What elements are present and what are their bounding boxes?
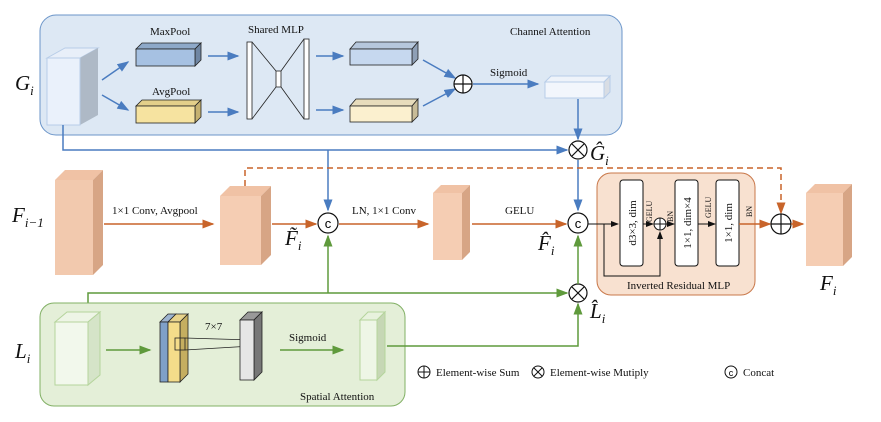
mlp-block3-text: 1×1, dim [723,203,735,243]
channel-multiply-icon [568,140,588,160]
mlp-title: Inverted Residual MLP [627,280,730,292]
ln-conv-label: LN, 1×1 Conv [352,205,416,217]
conv-avgpool-label: 1×1 Conv, Avgpool [112,205,198,217]
channel-sigmoid-label: Sigmoid [490,67,528,79]
concat-icon-1: c [317,212,339,234]
g-skip-line [62,125,569,155]
legend-sum-icon [417,365,431,379]
mlp-block1-text: d3×3, dim [627,200,639,246]
legend-concat-label: Concat [743,367,774,379]
mlp-block-dwconv [619,179,644,267]
mlp-gelu2: GELU [704,196,713,218]
legend: Element-wise Sum Element-wise Mutiply c … [417,365,774,379]
spatial-weights-map [358,310,387,382]
svg-text:c: c [729,368,734,378]
mlp-skip-line [603,224,663,277]
kernel-size-label: 7×7 [205,321,223,333]
avgpool-label: AvgPool [152,86,190,98]
arrow-to-sum [422,59,457,79]
maxpool-label: MaxPool [150,26,190,38]
l-label: Li [14,339,31,366]
f-hat-cube [433,185,470,260]
spatial-attention-panel [39,302,406,407]
maxpool-bar [135,42,202,67]
mlp-sum-icon [653,217,667,231]
shared-mlp-shape [246,38,310,120]
g-feature-cube [45,47,100,126]
concat-icon-2: c [567,212,589,234]
spatial-attention-title: Spatial Attention [300,391,375,403]
avgpool-bar [135,99,202,124]
arrow-to-avgpool [101,94,130,111]
spatial-conv-layers [159,311,263,383]
mlp-output-avg [349,97,419,123]
legend-sum-label: Element-wise Sum [436,367,520,379]
mlp-output-max [349,40,419,66]
mlp-block-expand [674,179,699,267]
f-out-cube [806,184,852,266]
shared-mlp-label: Shared MLP [248,24,304,36]
f-tilde-cube [220,186,271,265]
legend-concat-icon: c [724,365,738,379]
g-hat-label: Ĝi [590,141,609,168]
arrow-to-sum2 [422,88,457,107]
legend-multiply-label: Element-wise Mutiply [550,367,649,379]
svg-text:c: c [575,216,582,231]
mlp-gelu1: GELU [645,200,654,222]
f-prev-cube [55,170,103,275]
mlp-block2-text: 1×1, dim×4 [682,197,694,249]
final-sum-icon [770,213,792,235]
mlp-bn2: BN [745,206,754,217]
channel-attention-title: Channel Attention [510,26,591,38]
f-prev-label: Fi−1 [11,203,44,230]
g-label: Gi [15,71,34,98]
channel-weights-bar [543,74,612,100]
legend-multiply-icon [531,365,545,379]
spatial-sigmoid-label: Sigmoid [289,332,327,344]
f-hat-label: F̂i [537,231,555,258]
spatial-multiply-icon [568,283,588,303]
f-out-label: Fi [819,271,837,298]
channel-sum-icon [453,74,473,94]
mlp-block-project [715,179,740,267]
l-feature-cube [53,310,102,387]
spatial-weights-line [387,302,583,347]
mlp-bn1: BN [666,211,675,222]
svg-text:c: c [325,216,332,231]
l-hat-label: L̂i [589,299,606,326]
residual-dashed-line [244,167,786,215]
f-tilde-label: F̃i [284,226,302,253]
arrow-to-maxpool [101,61,130,81]
gelu-label: GELU [505,205,534,217]
